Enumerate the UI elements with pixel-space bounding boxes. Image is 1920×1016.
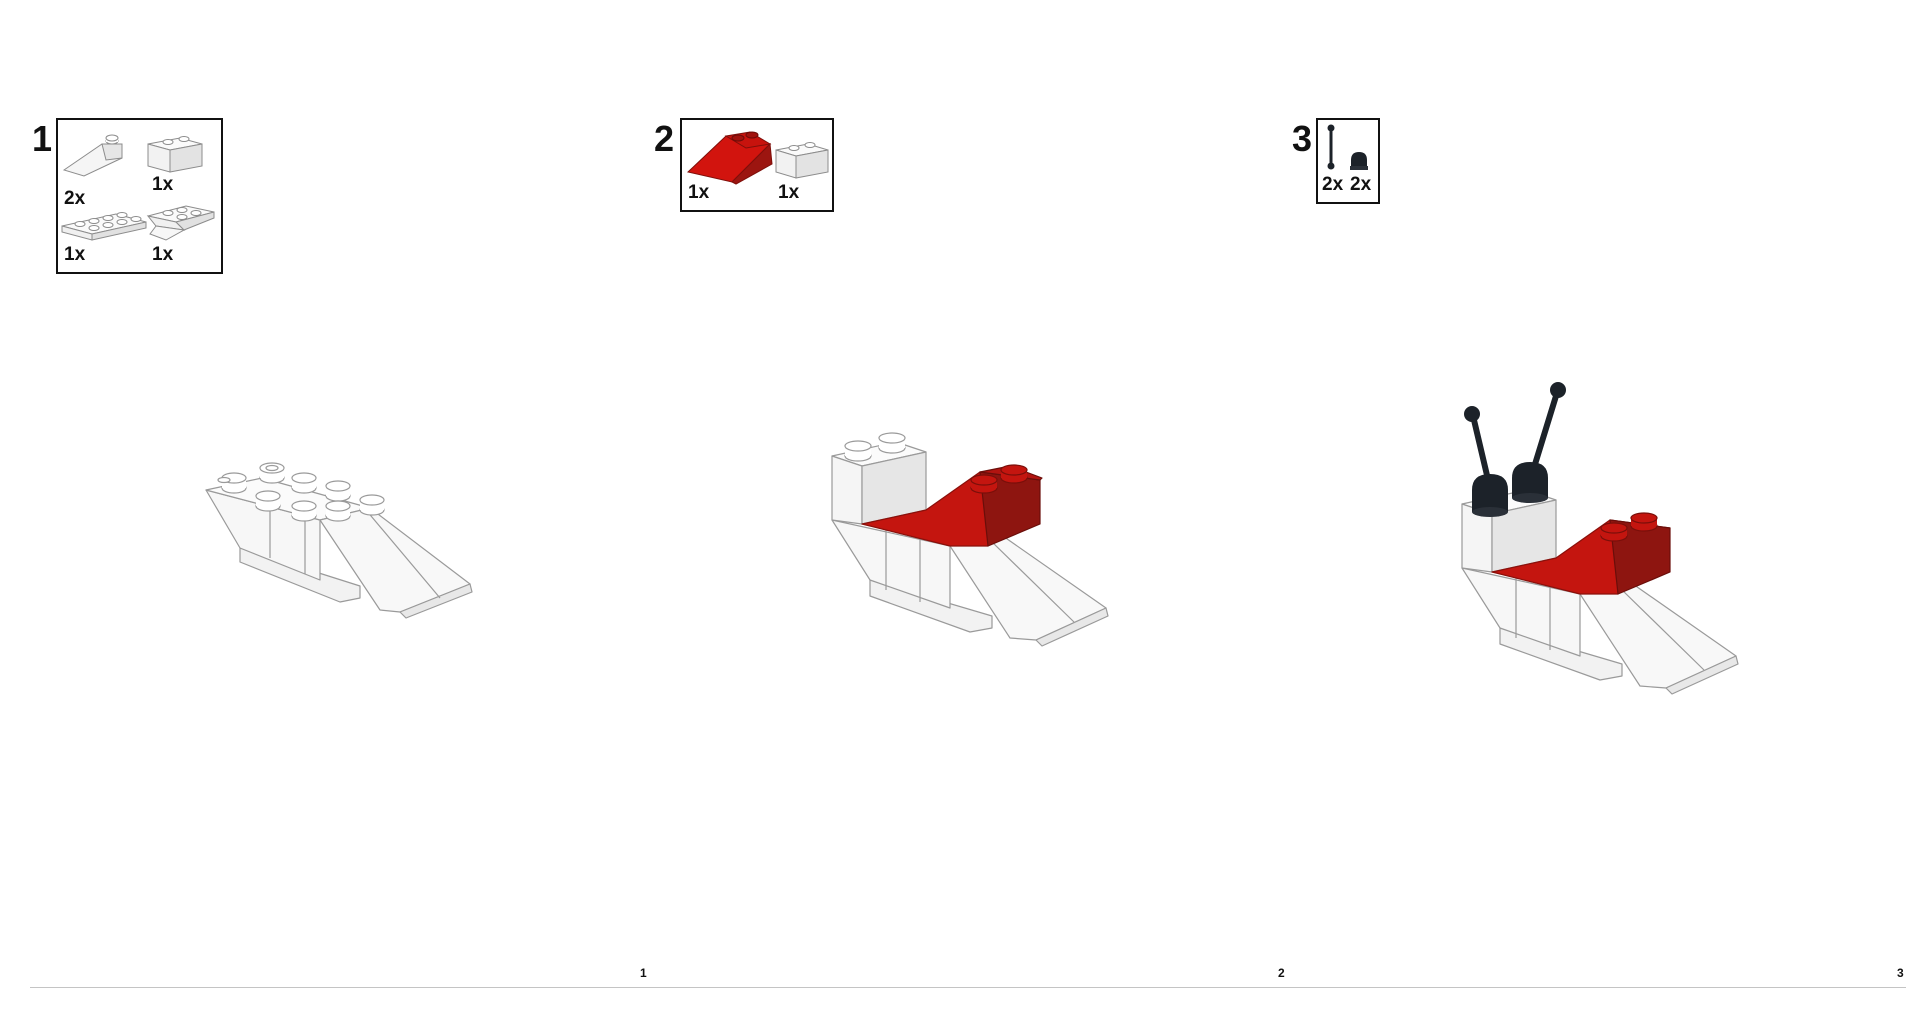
black-lever-base-icon [1350,152,1368,170]
step-1-panel: 1 2x 1x [0,0,640,1016]
black-lever-icon [1327,124,1335,170]
step-3-model [1461,382,1739,695]
parts-callout: 2x 2x [1316,118,1380,204]
step-1-model [205,462,473,619]
page-number: 2 [1278,966,1285,980]
part-quantity: 2x [64,188,86,209]
part-quantity: 1x [688,182,710,203]
page-divider [30,987,1906,988]
white-slope-brick-icon [62,134,123,177]
step-2-model [831,432,1109,647]
red-slope-brick-icon [686,131,773,185]
part-quantity: 2x [1322,174,1344,195]
part-quantity: 1x [152,244,174,265]
white-inverted-slope-icon [146,205,215,241]
step-number: 3 [1292,118,1313,159]
parts-callout: 2x 1x 1x [56,118,223,274]
part-quantity: 1x [64,244,86,265]
step-3-panel: 3 2x 2x [1280,0,1920,1016]
step-number: 2 [654,118,675,159]
step-number: 1 [32,118,53,159]
part-quantity: 1x [152,174,174,195]
parts-callout: 1x 1x [680,118,834,212]
white-2x4-plate-icon [61,212,147,241]
black-lever-left [1464,406,1508,517]
part-quantity: 1x [778,182,800,203]
white-1x2-brick-icon [775,142,829,179]
white-1x2-brick-icon [147,136,203,173]
page-number: 1 [640,966,647,980]
step-2-panel: 2 1x 1x [640,0,1280,1016]
part-quantity: 2x [1350,174,1372,195]
page-number: 3 [1897,966,1904,980]
black-lever-right [1512,382,1566,503]
